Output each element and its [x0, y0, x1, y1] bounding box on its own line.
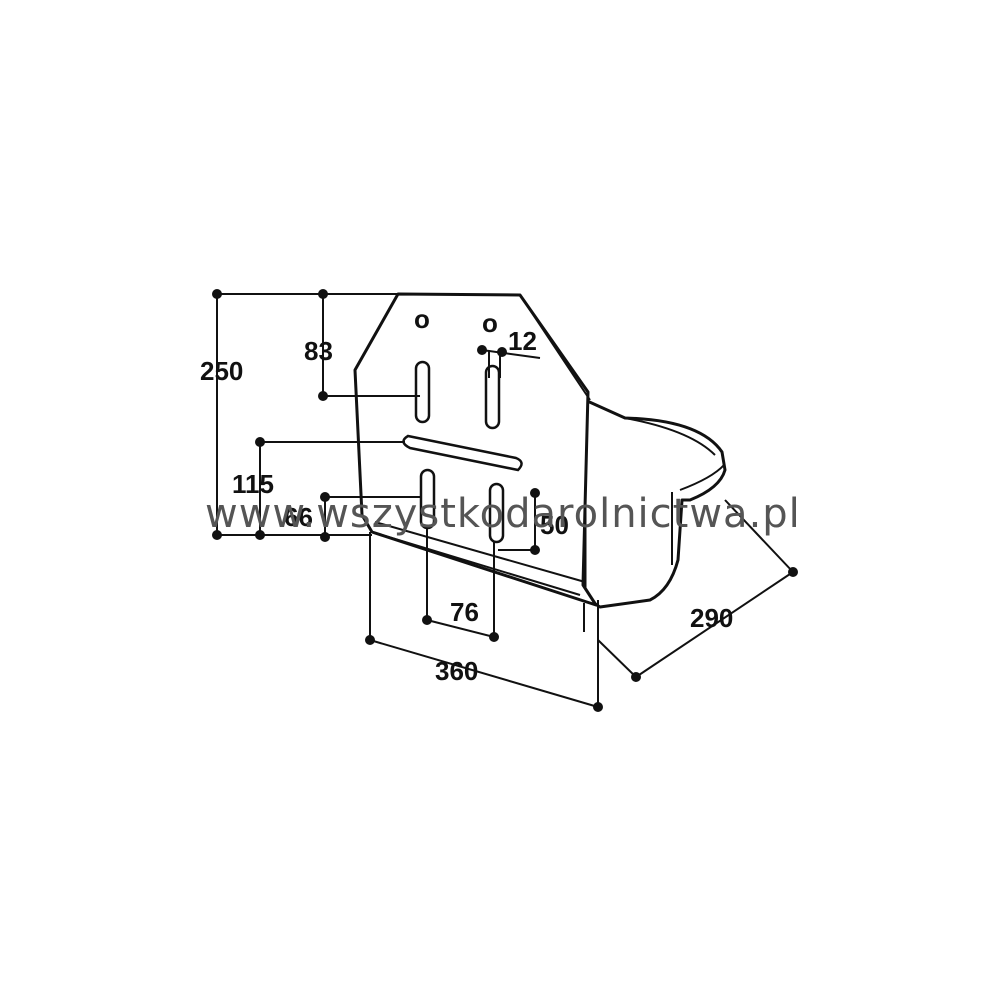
dimension-lines: [216, 293, 794, 708]
horizontal-slot: [402, 434, 523, 472]
watermark-text: www.wszystkodarolnictwa.pl: [205, 491, 801, 537]
dim-12-label: 12: [508, 326, 537, 356]
dim-50-label: 50: [540, 510, 569, 540]
dim-76-label: 76: [450, 597, 479, 627]
upper-slot-left: [414, 360, 431, 424]
hole-right: o: [482, 308, 498, 338]
dimension-dots: [212, 289, 798, 712]
upper-slot-right: [484, 364, 501, 430]
dim-250-label: 250: [200, 356, 243, 386]
dim-115-label: 115: [232, 469, 274, 499]
lower-slot-right: [488, 482, 505, 544]
dim-360-label: 360: [435, 656, 478, 686]
dim-83-label: 83: [304, 336, 333, 366]
dim-66-label: 66: [284, 502, 313, 532]
hole-left: o: [414, 304, 430, 334]
dim-290-label: 290: [690, 603, 733, 633]
